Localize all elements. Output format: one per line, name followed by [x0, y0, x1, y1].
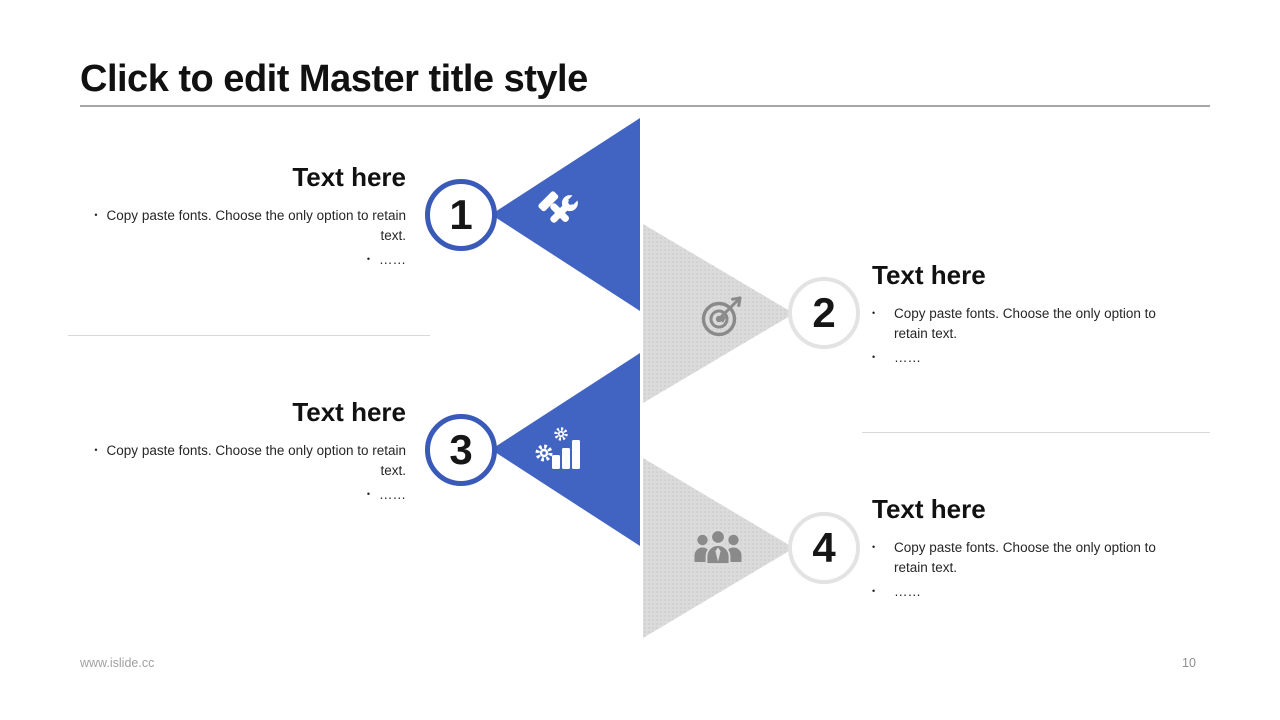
bullet-text: ……: [894, 584, 921, 599]
text-block-3[interactable]: Text here • Copy paste fonts. Choose the …: [66, 397, 406, 508]
bullet-item: • Copy paste fonts. Choose the only optio…: [872, 303, 1192, 344]
bullet-item: • ……: [872, 347, 1192, 368]
left-column-divider-line: [68, 335, 430, 336]
bullet-text: ……: [894, 350, 921, 365]
bullet-text: Copy paste fonts. Choose the only option…: [894, 540, 1156, 575]
bullet-dot: •: [872, 352, 876, 362]
slide-title-placeholder[interactable]: Click to edit Master title style: [80, 58, 588, 100]
people-group-icon: [694, 529, 742, 565]
step-number: 1: [449, 191, 473, 238]
step-number: 2: [812, 289, 836, 336]
slide-page-number: 10: [1182, 656, 1196, 670]
bullet-item: • ……: [66, 249, 406, 270]
block-heading: Text here: [872, 260, 986, 290]
text-block-4[interactable]: Text here • Copy paste fonts. Choose the …: [872, 494, 1192, 605]
step-number-circle-3[interactable]: 3: [425, 414, 497, 486]
text-block-1[interactable]: Text here • Copy paste fonts. Choose the …: [66, 162, 406, 273]
bullet-item: • Copy paste fonts. Choose the only optio…: [66, 440, 406, 481]
bullet-dot: •: [872, 586, 876, 596]
bullet-text: Copy paste fonts. Choose the only option…: [106, 208, 406, 243]
bullet-text: Copy paste fonts. Choose the only option…: [106, 443, 406, 478]
bullet-item: • Copy paste fonts. Choose the only optio…: [66, 205, 406, 246]
target-dart-icon: [701, 296, 742, 337]
bullet-item: • Copy paste fonts. Choose the only optio…: [872, 537, 1192, 578]
bullet-dot: •: [872, 542, 876, 552]
block-heading: Text here: [292, 397, 406, 427]
bullet-dot: •: [366, 489, 370, 499]
bar-chart-gears-icon: [535, 427, 580, 469]
step-number-circle-2[interactable]: 2: [788, 277, 860, 349]
text-block-2[interactable]: Text here • Copy paste fonts. Choose the …: [872, 260, 1192, 371]
bullet-dot: •: [872, 308, 876, 318]
tools-icon: [538, 191, 581, 223]
bullet-dot: •: [94, 445, 98, 455]
bullet-text: ……: [379, 252, 406, 267]
bullet-text: ……: [379, 487, 406, 502]
bullet-item: • ……: [872, 581, 1192, 602]
step-number: 3: [449, 426, 473, 473]
bullet-item: • ……: [66, 484, 406, 505]
title-divider-line: [80, 105, 1210, 107]
step-number: 4: [812, 524, 836, 571]
step-number-circle-4[interactable]: 4: [788, 512, 860, 584]
bullet-dot: •: [94, 210, 98, 220]
block-heading: Text here: [292, 162, 406, 192]
block-heading: Text here: [872, 494, 986, 524]
bullet-dot: •: [366, 254, 370, 264]
bullet-text: Copy paste fonts. Choose the only option…: [894, 306, 1156, 341]
step-number-circle-1[interactable]: 1: [425, 179, 497, 251]
footer-website-url: www.islide.cc: [80, 656, 155, 670]
right-column-divider-line: [862, 432, 1210, 433]
